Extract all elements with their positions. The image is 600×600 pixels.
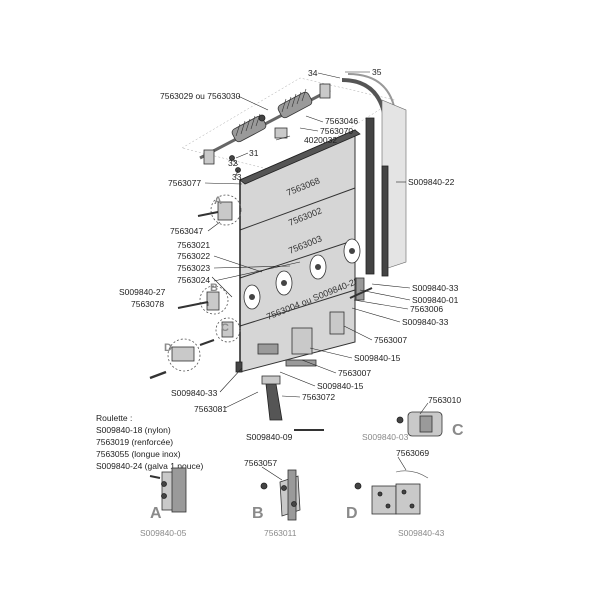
left-spring	[231, 115, 267, 143]
detail-a-letter: A	[150, 505, 162, 522]
right-spring	[277, 91, 313, 119]
roulette-item-3: 7563055 (longue inox)	[96, 449, 181, 459]
detail-c-code: S009840-03	[362, 432, 409, 442]
leader-lines	[204, 71, 411, 409]
detail-d: 7563069 D S009840-43	[346, 448, 445, 538]
detail-c-letter: C	[452, 422, 464, 439]
roulette-list: Roulette : S009840-18 (nylon) 7563019 (r…	[96, 413, 203, 471]
label-7563007-a: 7563007	[374, 335, 407, 345]
label-s009840-15-a: S009840-15	[354, 353, 401, 363]
label-7563047: 7563047	[170, 226, 203, 236]
label-4020032: 4020032	[304, 135, 337, 145]
center-bracket	[274, 127, 288, 139]
label-7563007-b: 7563007	[338, 368, 371, 378]
label-s009840-33-a: S009840-33	[171, 388, 218, 398]
label-s009840-09: S009840-09	[246, 432, 293, 442]
label-32: 32	[228, 158, 238, 168]
label-7563029: 7563029 ou 7563030	[160, 91, 241, 101]
label-7563021: 7563021	[177, 240, 210, 250]
label-c-circle: C	[221, 322, 229, 334]
label-b-circle: B	[210, 282, 218, 294]
right-bracket	[319, 83, 331, 99]
label-7563006: 7563006	[410, 304, 443, 314]
detail-d-code: S009840-43	[398, 528, 445, 538]
label-7563070: 7563070	[320, 126, 353, 136]
label-31: 31	[249, 148, 259, 158]
left-vertical-rail	[365, 117, 375, 275]
roulette-item-2: 7563019 (renforcée)	[96, 437, 173, 447]
label-s009840-01: S009840-01	[412, 295, 459, 305]
bottom-hardware	[257, 311, 345, 431]
detail-a-code: S009840-05	[140, 528, 187, 538]
spring-assembly	[181, 77, 396, 173]
label-7563023: 7563023	[177, 263, 210, 273]
label-7563024: 7563024	[177, 275, 210, 285]
label-s009840-15-b: S009840-15	[317, 381, 364, 391]
label-7563022: 7563022	[177, 251, 210, 261]
detail-d-letter: D	[346, 505, 358, 522]
roulette-title: Roulette :	[96, 413, 132, 423]
label-34: 34	[308, 68, 318, 78]
label-33: 33	[232, 172, 242, 182]
detail-c: 7563010 C S009840-03	[362, 395, 464, 442]
roulette-item-4: S009840-24 (galva 1 pouce)	[96, 461, 203, 471]
label-7563081: 7563081	[194, 404, 227, 414]
rails	[341, 73, 407, 301]
roulette-item-1: S009840-18 (nylon)	[96, 425, 171, 435]
detail-b: 7563057 B 7563011	[244, 458, 301, 538]
label-d-circle: D	[164, 342, 172, 354]
label-s009840-33-c: S009840-33	[402, 317, 449, 327]
detail-d-part: 7563069	[396, 448, 429, 458]
label-s009840-22: S009840-22	[408, 177, 455, 187]
detail-c-part: 7563010	[428, 395, 461, 405]
door-panels: 7563068 7563002 7563003 7563004 ou S0098…	[239, 129, 361, 373]
label-a-circle: A	[214, 195, 222, 207]
right-vertical-rail	[381, 165, 389, 277]
detail-b-part: 7563057	[244, 458, 277, 468]
handle	[265, 383, 283, 421]
detail-a: A S009840-05	[140, 467, 187, 538]
detail-b-code: 7563011	[264, 528, 297, 538]
label-35: 35	[372, 67, 382, 77]
detail-b-letter: B	[252, 505, 264, 522]
label-s009840-27: S009840-27	[119, 287, 166, 297]
part-labels: 34 35 7563029 ou 7563030 7563046 7563070…	[119, 67, 459, 442]
label-s009840-33-b: S009840-33	[412, 283, 459, 293]
label-7563046: 7563046	[325, 116, 358, 126]
left-fittings	[149, 194, 243, 380]
label-7563077: 7563077	[168, 178, 201, 188]
left-bracket	[203, 149, 215, 165]
label-7563078: 7563078	[131, 299, 164, 309]
label-7563072: 7563072	[302, 392, 335, 402]
